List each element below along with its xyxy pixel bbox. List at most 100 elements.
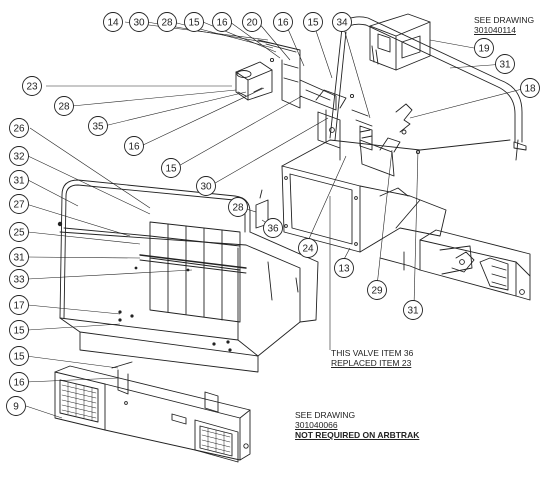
callout-circle bbox=[54, 96, 74, 116]
callout-c28c: 28 bbox=[228, 197, 248, 217]
callout-number: 36 bbox=[267, 224, 279, 235]
callout-c15e: 15 bbox=[9, 346, 29, 366]
callout-c30b: 30 bbox=[196, 176, 216, 196]
callout-circle bbox=[9, 146, 29, 166]
callout-number: 15 bbox=[165, 164, 177, 175]
see-drawing-note-top: SEE DRAWING 301040114 bbox=[474, 15, 534, 35]
callout-c31b: 31 bbox=[9, 170, 29, 190]
callout-circle bbox=[184, 12, 204, 32]
see-drawing-top-line1: SEE DRAWING bbox=[474, 15, 535, 25]
callout-number: 16 bbox=[128, 142, 140, 153]
callout-number: 14 bbox=[107, 18, 119, 29]
callout-number: 33 bbox=[13, 275, 25, 286]
callout-circle bbox=[161, 158, 181, 178]
callout-circle bbox=[263, 218, 283, 238]
towing-drawbar bbox=[379, 229, 531, 301]
callout-c36: 36 bbox=[263, 218, 283, 238]
callout-number: 17 bbox=[13, 301, 25, 312]
hydraulic-tank bbox=[369, 13, 431, 71]
callout-number: 24 bbox=[302, 244, 314, 255]
callout-c29: 29 bbox=[367, 280, 387, 300]
callout-circle bbox=[6, 396, 26, 416]
callout-number: 30 bbox=[200, 182, 212, 193]
callout-number: 31 bbox=[13, 176, 25, 187]
callout-c16d: 16 bbox=[9, 372, 29, 392]
callout-circle bbox=[495, 54, 515, 74]
loose-small-parts bbox=[237, 87, 407, 229]
callout-circle bbox=[9, 320, 29, 340]
callout-c16a: 16 bbox=[212, 12, 232, 32]
callout-circle bbox=[124, 136, 144, 156]
callout-circle bbox=[157, 12, 177, 32]
callout-number: 34 bbox=[336, 18, 348, 29]
callout-c18: 18 bbox=[520, 78, 540, 98]
callout-circle bbox=[228, 197, 248, 217]
callout-c13: 13 bbox=[334, 258, 354, 278]
callout-number: 28 bbox=[161, 18, 173, 29]
callout-number: 27 bbox=[13, 200, 25, 211]
callout-number: 13 bbox=[338, 264, 350, 275]
callout-number: 23 bbox=[26, 82, 38, 93]
callout-number: 31 bbox=[499, 60, 511, 71]
discharge-chute bbox=[281, 139, 447, 253]
callout-circle bbox=[520, 78, 540, 98]
callout-circle bbox=[9, 222, 29, 242]
light-grilles bbox=[61, 381, 231, 455]
callout-circle bbox=[332, 12, 352, 32]
callout-circle bbox=[474, 38, 494, 58]
floor-bolts bbox=[57, 221, 232, 352]
callout-circle bbox=[242, 12, 262, 32]
callout-number: 19 bbox=[478, 44, 490, 55]
callout-circle bbox=[212, 12, 232, 32]
callout-number: 35 bbox=[92, 122, 104, 133]
partition-panel bbox=[139, 221, 247, 323]
callout-c20: 20 bbox=[242, 12, 262, 32]
callout-number: 31 bbox=[13, 253, 25, 264]
see-drawing-top-line2: 301040114 bbox=[474, 25, 516, 35]
callout-circle bbox=[334, 258, 354, 278]
callout-c28a: 28 bbox=[157, 12, 177, 32]
callout-c15d: 15 bbox=[9, 320, 29, 340]
callout-circle bbox=[9, 194, 29, 214]
callout-c26: 26 bbox=[9, 118, 29, 138]
callout-number: 28 bbox=[58, 102, 70, 113]
main-tray-frame bbox=[59, 179, 319, 373]
valve-note-line1: THIS VALVE ITEM 36 bbox=[331, 348, 414, 358]
callout-circle bbox=[9, 247, 29, 267]
callout-number: 29 bbox=[371, 286, 383, 297]
callout-number: 26 bbox=[13, 124, 25, 135]
callout-number: 18 bbox=[524, 84, 536, 95]
callout-number: 15 bbox=[188, 18, 200, 29]
callout-circle bbox=[367, 280, 387, 300]
callout-c33: 33 bbox=[9, 269, 29, 289]
callout-circle bbox=[9, 372, 29, 392]
control-valve-assembly bbox=[235, 39, 421, 177]
callout-c34: 34 bbox=[332, 12, 352, 32]
callout-number: 15 bbox=[13, 326, 25, 337]
callout-number: 15 bbox=[13, 352, 25, 363]
callout-circle bbox=[9, 295, 29, 315]
see-drawing-note-bottom: SEE DRAWING 301040066 NOT REQUIRED ON AR… bbox=[295, 410, 419, 440]
callout-number: 25 bbox=[13, 228, 25, 239]
callout-number: 20 bbox=[246, 18, 258, 29]
callout-c15b: 15 bbox=[303, 12, 323, 32]
callout-number: 28 bbox=[232, 203, 244, 214]
callout-c30a: 30 bbox=[129, 12, 149, 32]
callout-number: 16 bbox=[277, 18, 289, 29]
callout-c35: 35 bbox=[88, 116, 108, 136]
callout-c28b: 28 bbox=[54, 96, 74, 116]
callout-circle bbox=[88, 116, 108, 136]
not-required-note: NOT REQUIRED ON ARBTRAK bbox=[295, 430, 420, 440]
callout-number: 30 bbox=[133, 18, 145, 29]
callout-c31d: 31 bbox=[403, 300, 423, 320]
callout-c27: 27 bbox=[9, 194, 29, 214]
callout-c15c: 15 bbox=[161, 158, 181, 178]
callout-circle bbox=[22, 76, 42, 96]
callout-c16c: 16 bbox=[124, 136, 144, 156]
valve-replacement-note: THIS VALVE ITEM 36 REPLACED ITEM 23 bbox=[331, 348, 413, 368]
callout-c31a: 31 bbox=[495, 54, 515, 74]
callout-c14a: 14 bbox=[103, 12, 123, 32]
